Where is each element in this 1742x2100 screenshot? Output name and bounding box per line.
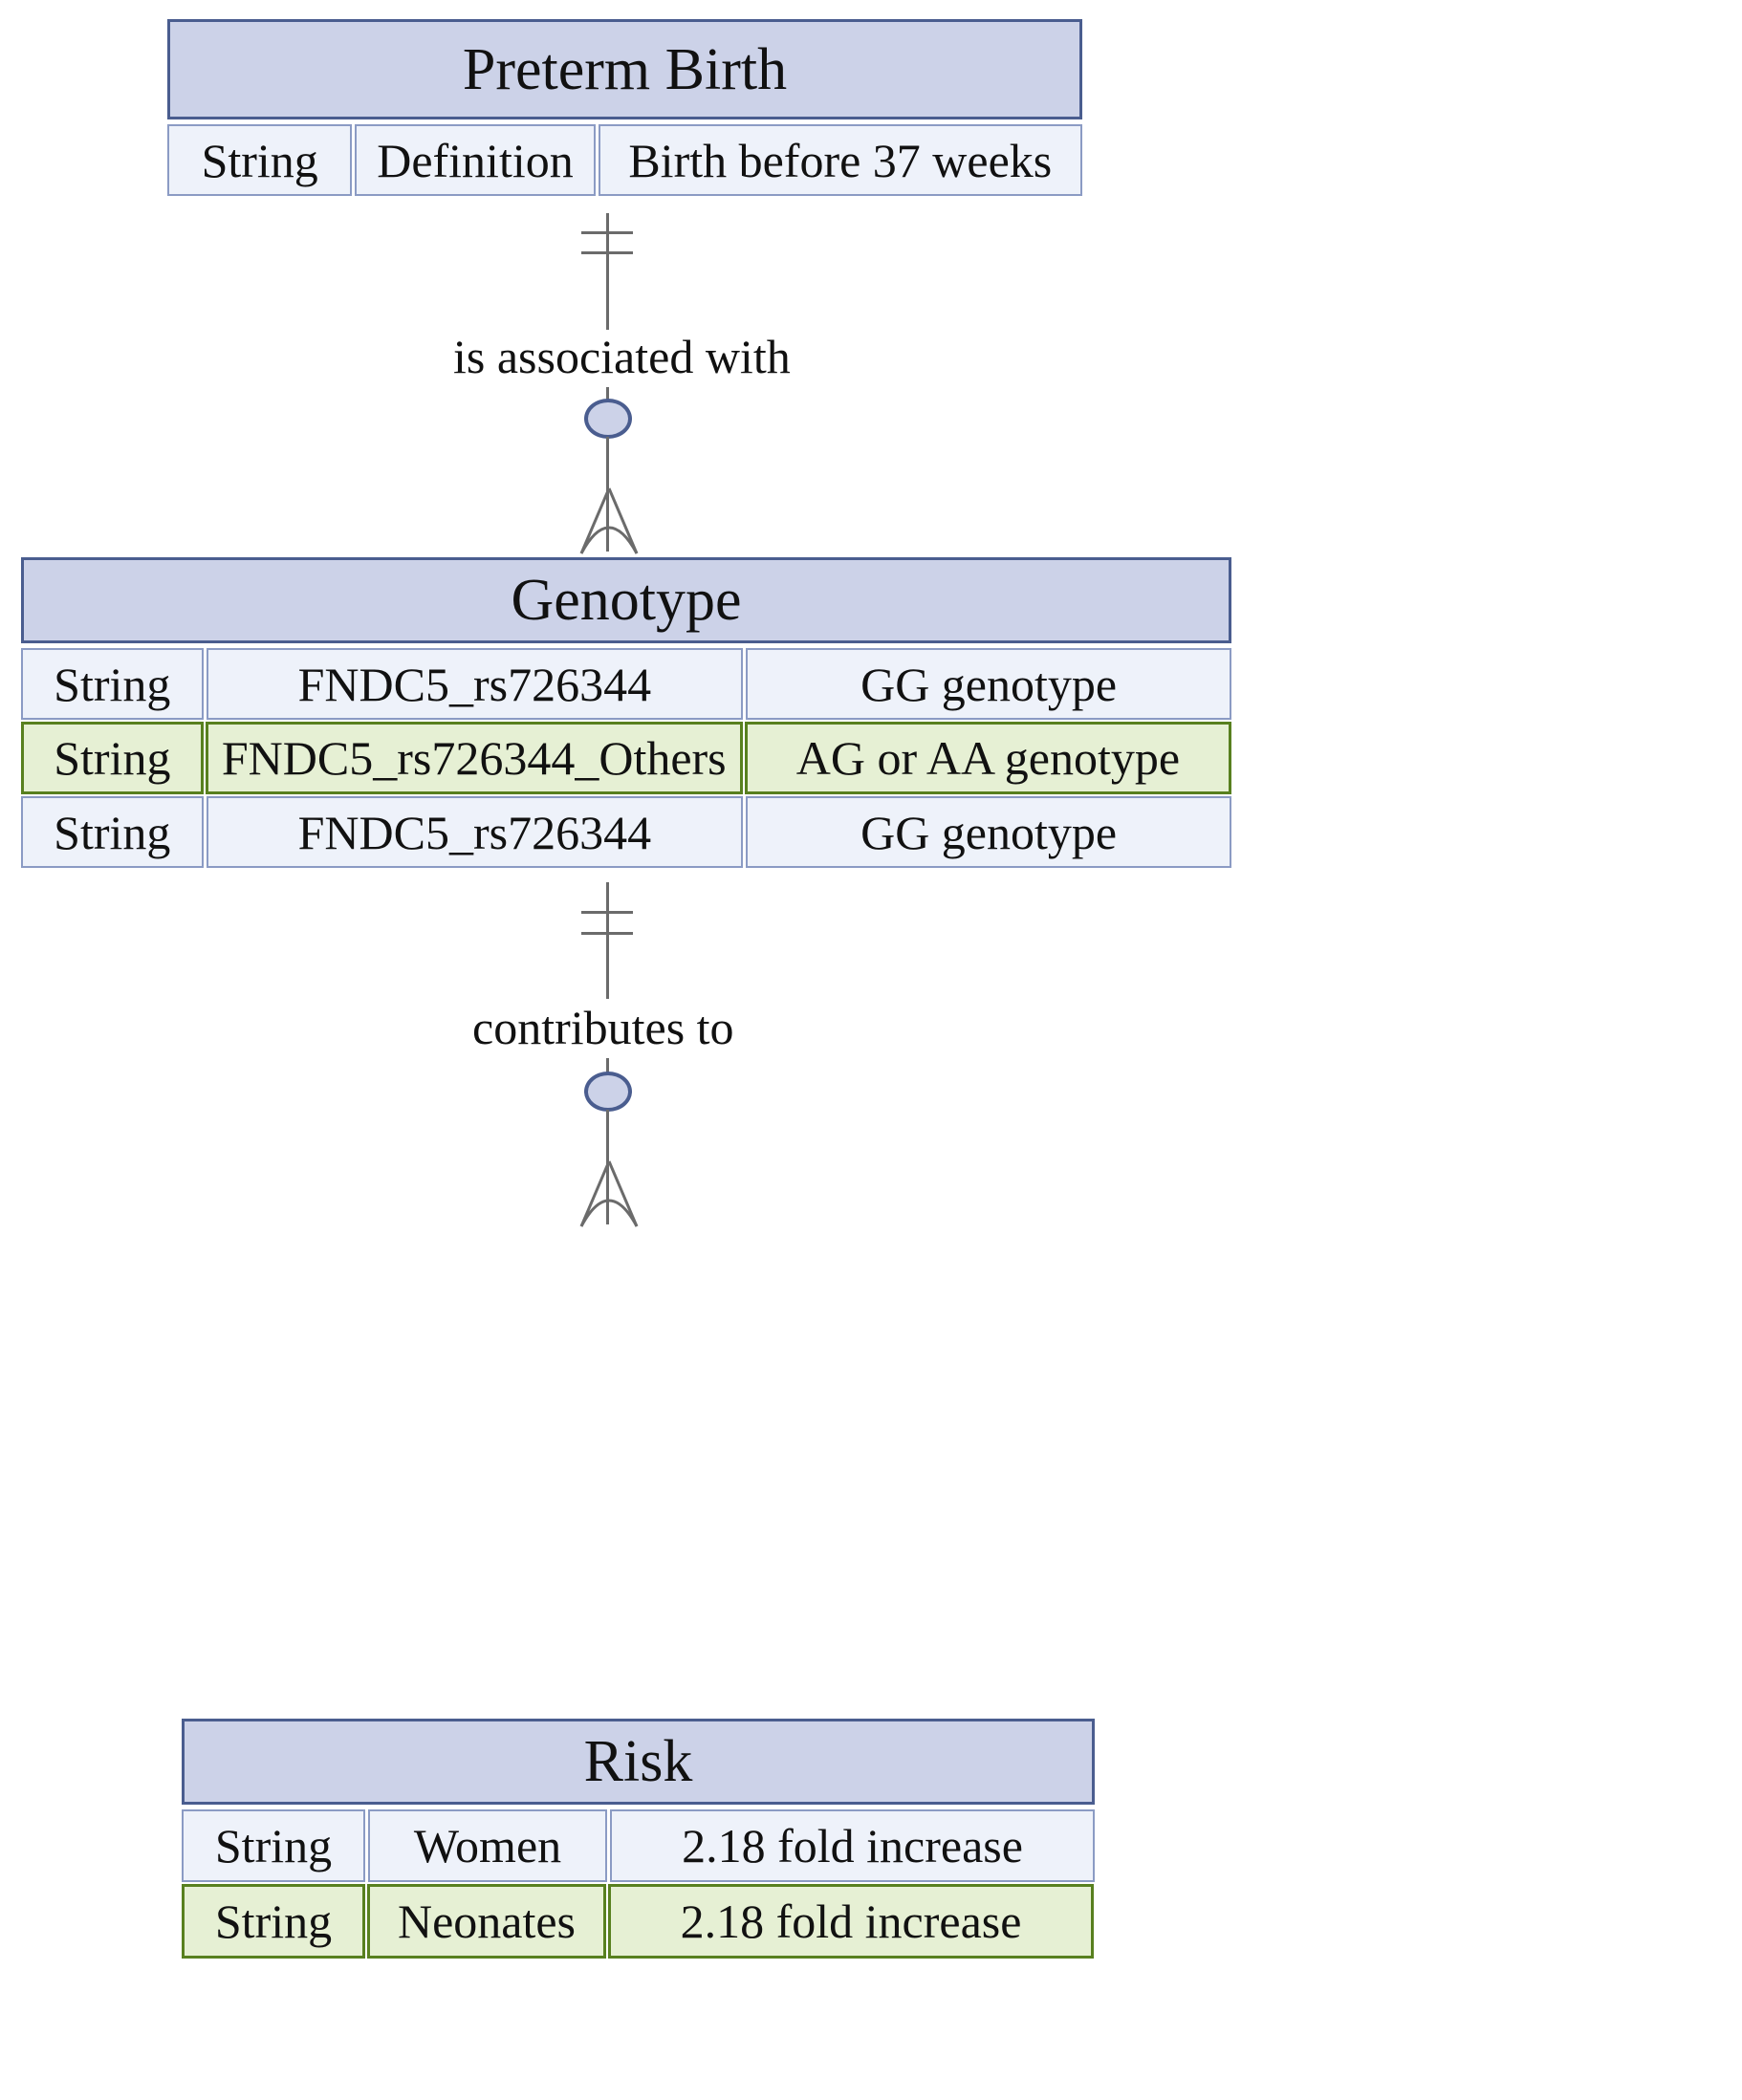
table-row[interactable]: String Definition Birth before 37 weeks — [167, 124, 1082, 196]
attribute-value: 2.18 fold increase — [610, 1809, 1095, 1882]
cardinality-crowsfoot-icon — [579, 1160, 639, 1227]
entity-genotype-title: Genotype — [21, 557, 1231, 643]
relationship-line-upper — [606, 213, 609, 330]
relationship-node-icon — [584, 1072, 632, 1112]
entity-risk-title: Risk — [182, 1719, 1095, 1805]
attribute-type: String — [21, 722, 204, 794]
relationship-is-associated-with: is associated with — [0, 196, 1742, 557]
cardinality-tick-one-b — [581, 932, 633, 935]
relationship-line-upper — [606, 882, 609, 999]
attribute-name: FNDC5_rs726344_Others — [205, 722, 743, 794]
table-row[interactable]: String FNDC5_rs726344 GG genotype — [21, 796, 1231, 868]
table-row[interactable]: String FNDC5_rs726344_Others AG or AA ge… — [21, 722, 1231, 794]
table-row[interactable]: String Women 2.18 fold increase — [182, 1809, 1095, 1882]
table-row[interactable]: String FNDC5_rs726344 GG genotype — [21, 648, 1231, 720]
attribute-name: FNDC5_rs726344 — [206, 648, 744, 720]
table-row[interactable]: String Neonates 2.18 fold increase — [182, 1884, 1095, 1959]
attribute-name: Women — [368, 1809, 607, 1882]
attribute-value: GG genotype — [746, 648, 1231, 720]
relationship-contributes-to: contributes to — [0, 865, 1742, 1721]
attribute-value: GG genotype — [746, 796, 1231, 868]
attribute-type: String — [167, 124, 353, 196]
attribute-type: String — [182, 1884, 365, 1959]
relationship-label: contributes to — [472, 1001, 734, 1054]
relationship-line-mid — [606, 387, 609, 401]
relationship-label: is associated with — [453, 330, 791, 383]
attribute-value: 2.18 fold increase — [608, 1884, 1094, 1959]
entity-preterm-birth-title: Preterm Birth — [167, 19, 1082, 119]
relationship-line-mid — [606, 1058, 609, 1073]
entity-risk[interactable]: Risk String Women 2.18 fold increase Str… — [182, 1719, 1095, 1959]
cardinality-tick-one-b — [581, 251, 633, 254]
attribute-name: FNDC5_rs726344 — [206, 796, 744, 868]
attribute-value: Birth before 37 weeks — [598, 124, 1082, 196]
cardinality-tick-one-a — [581, 911, 633, 914]
attribute-name: Neonates — [367, 1884, 606, 1959]
entity-genotype[interactable]: Genotype String FNDC5_rs726344 GG genoty… — [21, 557, 1231, 868]
relationship-node-icon — [584, 399, 632, 439]
entity-preterm-birth[interactable]: Preterm Birth String Definition Birth be… — [167, 19, 1082, 196]
attribute-type: String — [21, 648, 204, 720]
attribute-name: Definition — [355, 124, 596, 196]
attribute-type: String — [182, 1809, 365, 1882]
attribute-type: String — [21, 796, 204, 868]
attribute-value: AG or AA genotype — [744, 722, 1231, 794]
cardinality-crowsfoot-icon — [579, 487, 639, 554]
cardinality-tick-one-a — [581, 231, 633, 234]
